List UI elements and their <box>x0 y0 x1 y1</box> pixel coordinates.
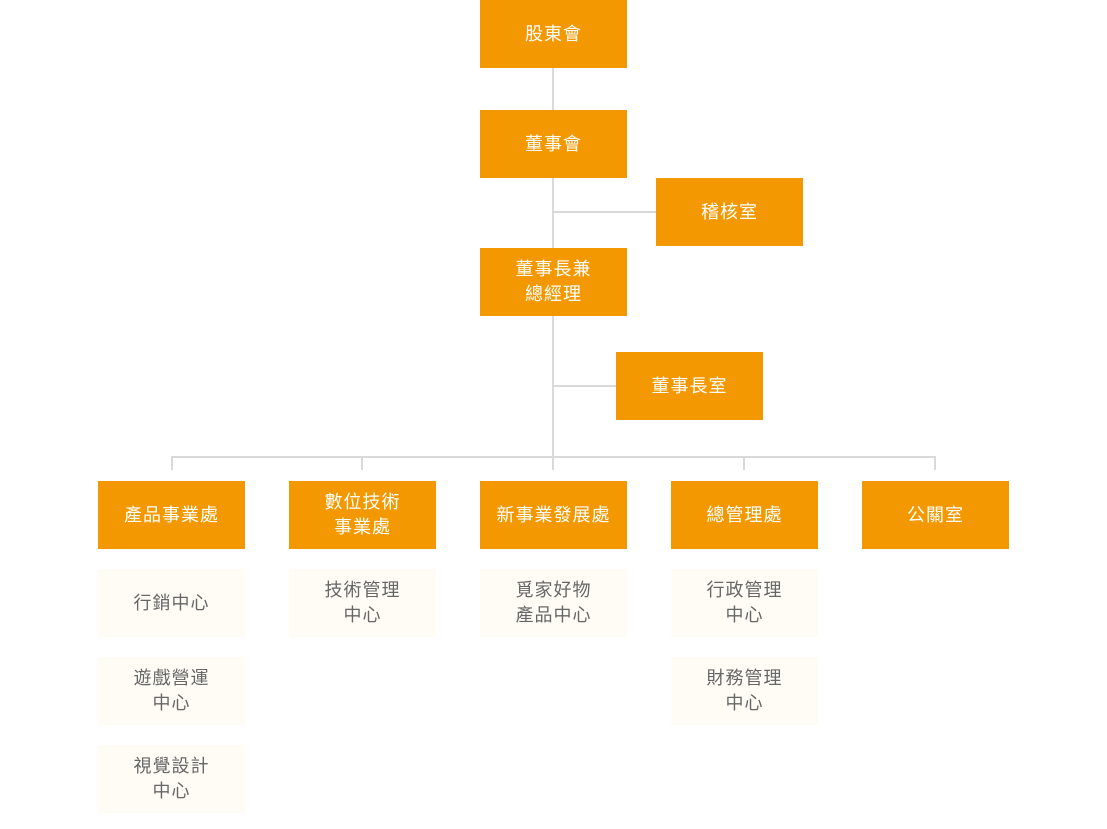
unit-game-operations-center: 遊戲營運 中心 <box>98 657 245 725</box>
connector-division-1 <box>171 456 173 470</box>
unit-visual-design-center: 視覺設計 中心 <box>98 745 245 813</box>
unit-tech-management-center: 技術管理 中心 <box>289 569 436 637</box>
connector-division-bus <box>171 456 936 458</box>
unit-product-center: 覓家好物 產品中心 <box>480 569 627 637</box>
connector-division-4 <box>743 456 745 470</box>
division-pr-office-box: 公關室 <box>862 481 1009 549</box>
shareholders-meeting-box: 股東會 <box>480 0 627 68</box>
connector-division-5 <box>934 456 936 470</box>
division-digital-tech-box: 數位技術 事業處 <box>289 481 436 549</box>
chairman-office-box: 董事長室 <box>616 352 763 420</box>
chairman-gm-box: 董事長兼 總經理 <box>480 248 627 316</box>
division-product-box: 產品事業處 <box>98 481 245 549</box>
unit-marketing-center: 行銷中心 <box>98 569 245 637</box>
unit-admin-management-center: 行政管理 中心 <box>671 569 818 637</box>
audit-office-box: 稽核室 <box>656 178 803 246</box>
connector-audit-office <box>553 211 656 213</box>
connector-division-2 <box>361 456 363 470</box>
connector-chairman-office <box>553 385 616 387</box>
division-new-business-box: 新事業發展處 <box>480 481 627 549</box>
unit-finance-management-center: 財務管理 中心 <box>671 657 818 725</box>
board-of-directors-box: 董事會 <box>480 110 627 178</box>
division-general-management-box: 總管理處 <box>671 481 818 549</box>
